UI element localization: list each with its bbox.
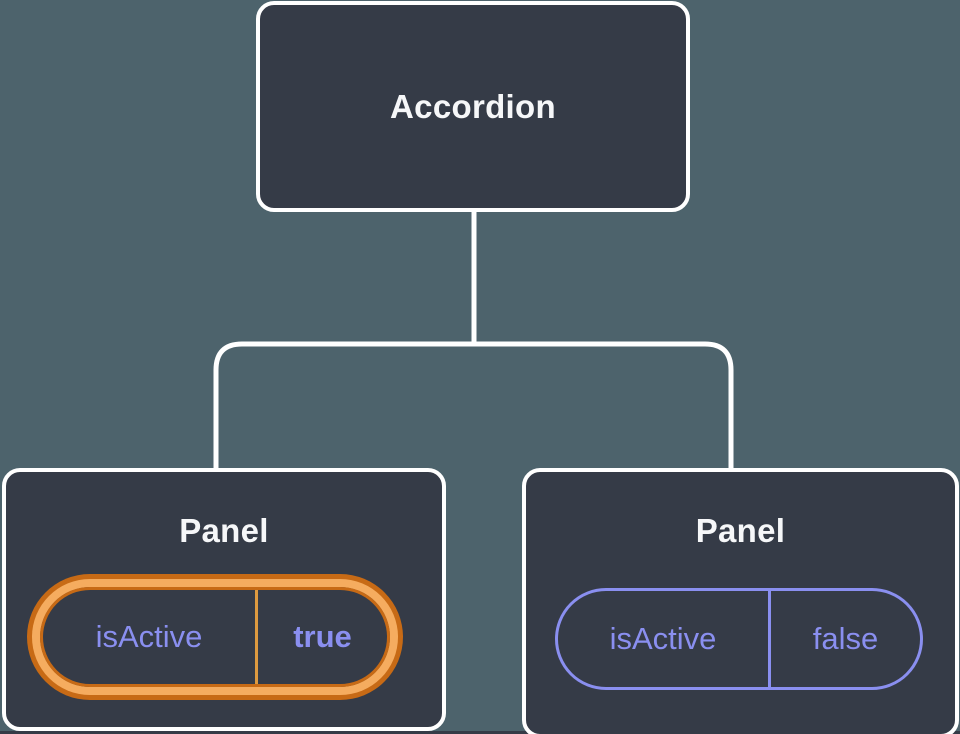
isactive-true-pill: isActive true: [40, 587, 390, 687]
prop-value-label: true: [293, 619, 352, 654]
accordion-node-label: Accordion: [390, 87, 556, 125]
prop-value-label: false: [812, 621, 879, 656]
pill-divider: [768, 591, 771, 687]
prop-name-label: isActive: [609, 621, 717, 656]
panel-node-label: Panel: [695, 512, 786, 549]
bottom-crop-strip: [0, 731, 960, 734]
accordion-node: Accordion: [256, 1, 690, 212]
pill-divider: [255, 590, 258, 684]
panel-node-inactive: Panel isActive false: [522, 468, 959, 734]
panel-node-active: Panel isActive true: [2, 468, 446, 731]
isactive-false-pill: isActive false: [555, 588, 923, 690]
prop-name-label: isActive: [95, 619, 203, 654]
panel-node-label: Panel: [179, 512, 269, 549]
